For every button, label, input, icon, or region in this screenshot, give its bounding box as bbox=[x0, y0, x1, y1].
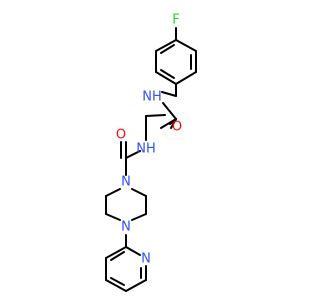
amide-nh-lower-label: NH bbox=[136, 142, 156, 157]
bond-lines bbox=[105, 27, 197, 292]
piperazine-bond bbox=[105, 188, 121, 197]
fluorine-label: F bbox=[172, 13, 179, 28]
bond-c-o bbox=[170, 118, 177, 129]
molecule-structure-diagram: F NH O NH O N N N bbox=[105, 13, 197, 292]
ring-double-bond bbox=[160, 44, 175, 54]
pyridine-double-bond bbox=[110, 277, 125, 286]
urea-o-label: O bbox=[116, 128, 126, 143]
pyridine-double-bond bbox=[110, 251, 125, 261]
piperazine-bond bbox=[131, 188, 147, 197]
piperazine-bond bbox=[105, 213, 121, 221]
bond-co-single bbox=[160, 118, 177, 129]
piperazine-n1-label: N bbox=[121, 175, 131, 190]
ring-bond bbox=[155, 39, 177, 52]
piperazine-n4-label: N bbox=[121, 220, 131, 235]
bond-nh-carbonyl bbox=[162, 102, 177, 120]
pyridine-bond bbox=[125, 279, 147, 292]
pyridine-bond bbox=[105, 246, 127, 259]
pyridine-bond bbox=[125, 246, 141, 256]
ring-double-bond bbox=[160, 69, 175, 79]
bond-carbonyl-ch2 bbox=[145, 114, 166, 117]
bond-nh-urea bbox=[125, 150, 141, 159]
bond-ch2-nh bbox=[161, 91, 177, 97]
ring-bond bbox=[175, 71, 197, 85]
amide-o-upper-label: O bbox=[172, 120, 182, 135]
piperazine-bond bbox=[131, 213, 147, 221]
ring-bond bbox=[175, 39, 197, 52]
pyridine-n-label: N bbox=[141, 252, 151, 267]
atom-labels: F NH O NH O N N N bbox=[116, 13, 182, 267]
ring-bond bbox=[155, 71, 177, 85]
pyridine-bond bbox=[105, 279, 127, 292]
amide-nh-upper-label: NH bbox=[142, 90, 162, 105]
